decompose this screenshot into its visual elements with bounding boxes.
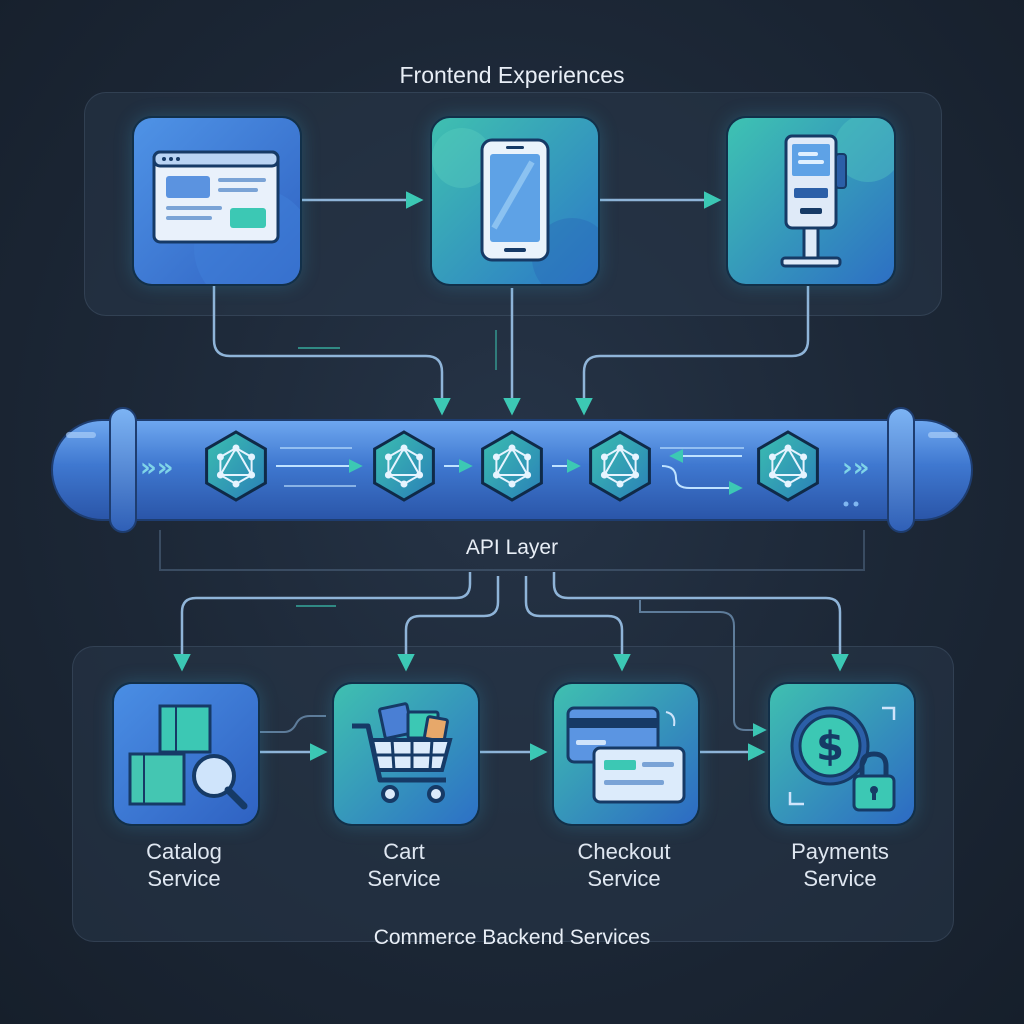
shopping-cart-icon (334, 684, 478, 824)
boxes-search-icon (114, 684, 258, 824)
api-bracket (159, 530, 865, 571)
flow-chevrons-left-icon: »» (140, 453, 174, 483)
api-gateway-node[interactable] (481, 430, 543, 502)
catalog-service-line2: Service (147, 866, 221, 891)
checkout-service-node[interactable] (552, 682, 700, 826)
api-layer-label: API Layer (465, 536, 559, 559)
frontend-title: Frontend Experiences (399, 62, 625, 88)
credit-card-icon (554, 684, 698, 824)
api-gateway-node[interactable] (589, 430, 651, 502)
svg-text:$: $ (816, 724, 844, 770)
backend-title: Commerce Backend Services (373, 926, 651, 949)
smartphone-icon (432, 118, 598, 284)
payments-service-node[interactable]: $ (768, 682, 916, 826)
payments-service-label: Payments Service (750, 838, 930, 892)
frontend-to-api-connectors (212, 286, 810, 416)
graphql-gateway-icon (600, 444, 640, 488)
checkout-service-line2: Service (587, 866, 661, 891)
cart-service-line2: Service (367, 866, 441, 891)
kiosk-node[interactable] (726, 116, 896, 286)
api-to-backend-connectors (173, 572, 849, 737)
graphql-gateway-icon (768, 444, 808, 488)
payments-service-line2: Service (803, 866, 877, 891)
dollar-lock-icon: $ (770, 684, 914, 824)
flow-chevrons-right-icon: ›» (842, 453, 870, 483)
graphql-gateway-icon (492, 444, 532, 488)
graphql-gateway-icon (384, 444, 424, 488)
kiosk-terminal-icon (728, 118, 894, 284)
api-gateway-node[interactable] (757, 430, 819, 502)
backend-flow-arrows (260, 715, 766, 761)
payments-service-line1: Payments (791, 839, 889, 864)
catalog-service-line1: Catalog (146, 839, 222, 864)
checkout-service-line1: Checkout (577, 839, 671, 864)
catalog-service-label: Catalog Service (94, 838, 274, 892)
browser-window-icon (134, 118, 300, 284)
api-gateway-node[interactable] (373, 430, 435, 502)
checkout-service-label: Checkout Service (534, 838, 714, 892)
cart-service-label: Cart Service (314, 838, 494, 892)
graphql-gateway-icon (216, 444, 256, 488)
mobile-app-node[interactable] (430, 116, 600, 286)
api-gateway-node[interactable] (205, 430, 267, 502)
cart-service-node[interactable] (332, 682, 480, 826)
catalog-service-node[interactable] (112, 682, 260, 826)
cart-service-line1: Cart (383, 839, 425, 864)
web-browser-node[interactable] (132, 116, 302, 286)
